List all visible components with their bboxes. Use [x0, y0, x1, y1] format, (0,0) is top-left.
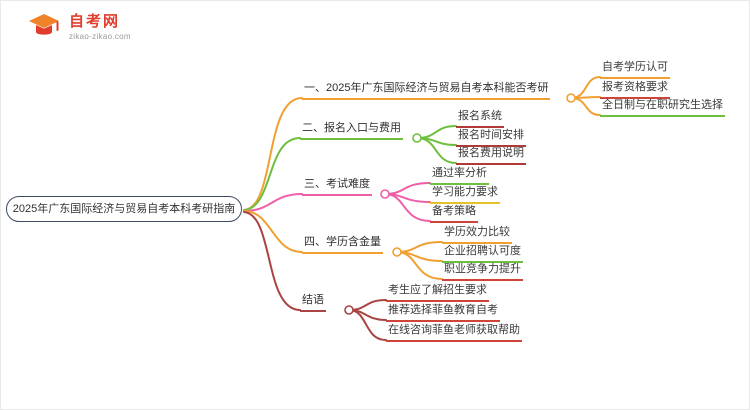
branch4-child1[interactable]: 学历效力比较	[442, 225, 512, 244]
branch2-child3[interactable]: 报名费用说明	[456, 146, 526, 165]
link-b2-c3	[416, 137, 457, 164]
branch2-child1[interactable]: 报名系统	[456, 109, 504, 128]
branch3-label[interactable]: 三、考试难度	[302, 177, 372, 196]
link-b2-c1	[416, 125, 457, 139]
branch1-child1[interactable]: 自考学历认可	[600, 60, 670, 79]
link-b3-c3	[384, 193, 431, 222]
branch3-child2[interactable]: 学习能力要求	[430, 185, 500, 204]
brand-text: 自考网 zikao-zikao.com	[69, 13, 131, 41]
branch5-child3[interactable]: 在线咨询菲鱼老师获取帮助	[386, 323, 522, 342]
brand-domain: zikao-zikao.com	[69, 32, 131, 41]
link-b5-c1	[348, 299, 387, 311]
link-b1-c1	[570, 76, 601, 99]
branch5-child1[interactable]: 考生应了解招生要求	[386, 283, 489, 302]
link-b4-c3	[396, 251, 443, 280]
branch4-label[interactable]: 四、学历含金量	[302, 235, 383, 254]
link-root-branch1	[243, 97, 303, 211]
branch3-collapse-toggle[interactable]	[380, 189, 390, 199]
link-root-branch2	[243, 137, 301, 211]
link-root-branch3	[243, 193, 303, 212]
branch4-collapse-toggle[interactable]	[392, 247, 402, 257]
branch1-child3[interactable]: 全日制与在职研究生选择	[600, 98, 725, 117]
graduation-cap-icon	[29, 14, 59, 35]
brand-logo[interactable]: 自考网 zikao-zikao.com	[26, 10, 131, 44]
branch1-label[interactable]: 一、2025年广东国际经济与贸易自考本科能否考研	[302, 81, 551, 100]
branch2-collapse-toggle[interactable]	[412, 133, 422, 143]
branch2-child2[interactable]: 报名时间安排	[456, 128, 526, 147]
branch3-child3[interactable]: 备考策略	[430, 204, 478, 223]
branch1-collapse-toggle[interactable]	[566, 93, 576, 103]
branch5-child2[interactable]: 推荐选择菲鱼教育自考	[386, 303, 500, 322]
root-node[interactable]: 2025年广东国际经济与贸易自考本科考研指南	[6, 196, 242, 222]
link-b4-c1	[396, 241, 443, 253]
branch5-label[interactable]: 结语	[300, 293, 326, 312]
brand-name: 自考网	[69, 13, 121, 30]
branch2-label[interactable]: 二、报名入口与费用	[300, 121, 403, 140]
branch1-child2[interactable]: 报考资格要求	[600, 80, 670, 99]
branch4-child3[interactable]: 职业竞争力提升	[442, 262, 523, 281]
link-root-branch5	[243, 211, 301, 311]
branch3-child1[interactable]: 通过率分析	[430, 166, 489, 185]
branch5-collapse-toggle[interactable]	[344, 305, 354, 315]
link-root-branch4	[243, 210, 303, 253]
link-b1-c3	[570, 97, 601, 116]
branch4-child2[interactable]: 企业招聘认可度	[442, 244, 523, 263]
link-b3-c1	[384, 182, 431, 195]
